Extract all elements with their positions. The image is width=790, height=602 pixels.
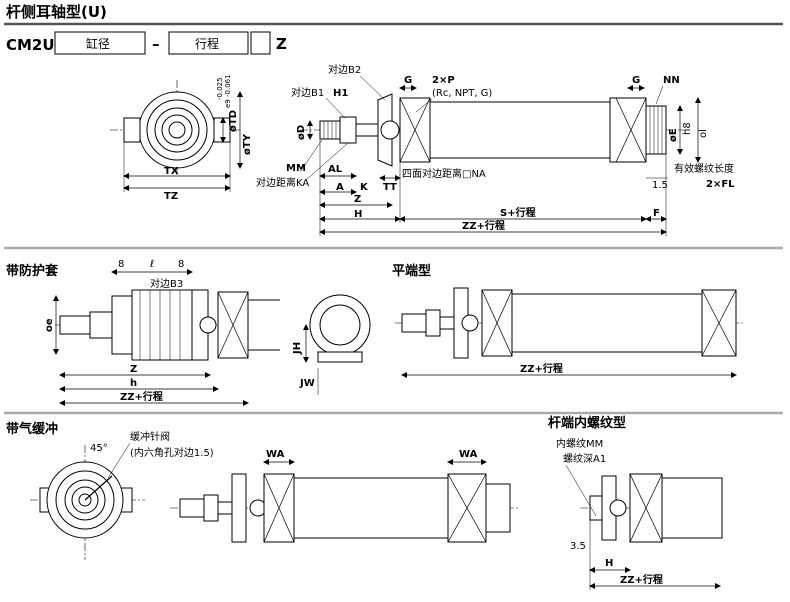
label-phi-e: øE xyxy=(668,128,679,142)
label-tt: TT xyxy=(383,182,397,193)
label-fl: 2×FL xyxy=(706,179,735,190)
stroke-box-label: 行程 xyxy=(195,36,219,51)
cushion-side-view xyxy=(170,473,520,543)
boot-end-view xyxy=(309,294,371,363)
boot-label-h: h xyxy=(130,378,137,389)
section-flat-end: 平端型 xyxy=(392,263,431,279)
label-b2: 对边B2 xyxy=(328,63,361,76)
label-f: F xyxy=(653,208,660,219)
section-air-cushion: 带气缓冲 xyxy=(6,421,58,437)
boot-dim-l: ℓ xyxy=(150,259,154,270)
label-na: 四面对边距离□NA xyxy=(402,167,486,180)
boot-label-zz: ZZ+行程 xyxy=(120,390,163,403)
label-k: K xyxy=(360,182,369,193)
cushion-label-45: 45° xyxy=(90,443,108,454)
female-label-a1: 螺纹深A1 xyxy=(563,452,606,465)
stroke-box xyxy=(168,31,249,55)
boot-label-z: Z xyxy=(130,364,137,375)
female-label-mm: 内螺纹MM xyxy=(556,437,603,450)
label-1-5: 1.5 xyxy=(652,180,668,191)
label-g-left: G xyxy=(404,75,412,86)
option-box xyxy=(250,31,271,55)
model-dash: – xyxy=(152,35,160,53)
cushion-label-valve: 缓冲针阀 xyxy=(130,430,170,443)
cushion-label-wa-right: WA xyxy=(459,449,478,460)
cushion-label-wa-left: WA xyxy=(266,449,285,460)
bore-box xyxy=(54,31,146,55)
label-g-right: G xyxy=(632,75,640,86)
boot-view xyxy=(55,289,280,361)
tolerance-2: e9 -0.061 xyxy=(224,74,232,108)
bore-box-label: 缸径 xyxy=(86,36,110,51)
cylinder-side-view xyxy=(300,93,690,167)
label-phi-d: øD xyxy=(296,125,307,140)
tolerance-1: -0.025 xyxy=(216,77,224,100)
boot-label-oe: oe xyxy=(44,318,55,332)
dim-ty: øTY xyxy=(242,133,253,155)
label-h1: H1 xyxy=(333,88,348,99)
female-label-zz: ZZ+行程 xyxy=(620,573,663,586)
flat-label-zz: ZZ+行程 xyxy=(520,362,563,375)
label-nn: NN xyxy=(663,75,680,86)
label-thread-len: 有效螺纹长度 xyxy=(674,162,734,175)
label-mm: MM xyxy=(286,163,306,174)
model-prefix: CM2U xyxy=(6,36,55,54)
label-ka: 对边距离KA xyxy=(256,176,309,189)
female-label-h: H xyxy=(605,558,613,569)
label-h: H xyxy=(354,209,362,220)
boot-label-b3: 对边B3 xyxy=(150,277,183,290)
cushion-end-view xyxy=(30,445,145,560)
boot-dim-8b: 8 xyxy=(178,259,184,270)
label-port: 2×P xyxy=(432,75,455,86)
boot-dim-8a: 8 xyxy=(118,259,124,270)
boot-label-jh: JH xyxy=(292,342,303,355)
page-title: 杆侧耳轴型(U) xyxy=(6,3,107,21)
dim-td: øTD xyxy=(228,110,239,132)
label-port-types: (Rc, NPT, G) xyxy=(432,88,492,99)
label-a: A xyxy=(336,182,344,193)
rod-female-view xyxy=(580,473,723,543)
label-h8: h8 xyxy=(682,122,693,135)
dim-tz: TZ xyxy=(164,191,178,202)
cushion-label-hex: (内六角孔对边1.5) xyxy=(130,446,214,459)
female-label-35: 3.5 xyxy=(570,541,586,552)
label-zz-stroke: ZZ+行程 xyxy=(462,219,505,232)
boot-label-jw: JW xyxy=(299,378,315,389)
section-rod-female: 杆端内螺纹型 xyxy=(548,415,626,431)
label-b1: 对边B1 xyxy=(291,86,324,99)
section-boot: 带防护套 xyxy=(6,263,59,279)
label-al: AL xyxy=(328,164,343,175)
label-ol: ol xyxy=(698,129,709,138)
flat-end-view xyxy=(395,287,745,359)
label-s-stroke: S+行程 xyxy=(500,206,536,219)
dim-tx: TX xyxy=(164,166,179,177)
model-suffix: Z xyxy=(276,35,287,53)
trunnion-end-view xyxy=(110,80,240,175)
label-z: Z xyxy=(354,194,361,205)
